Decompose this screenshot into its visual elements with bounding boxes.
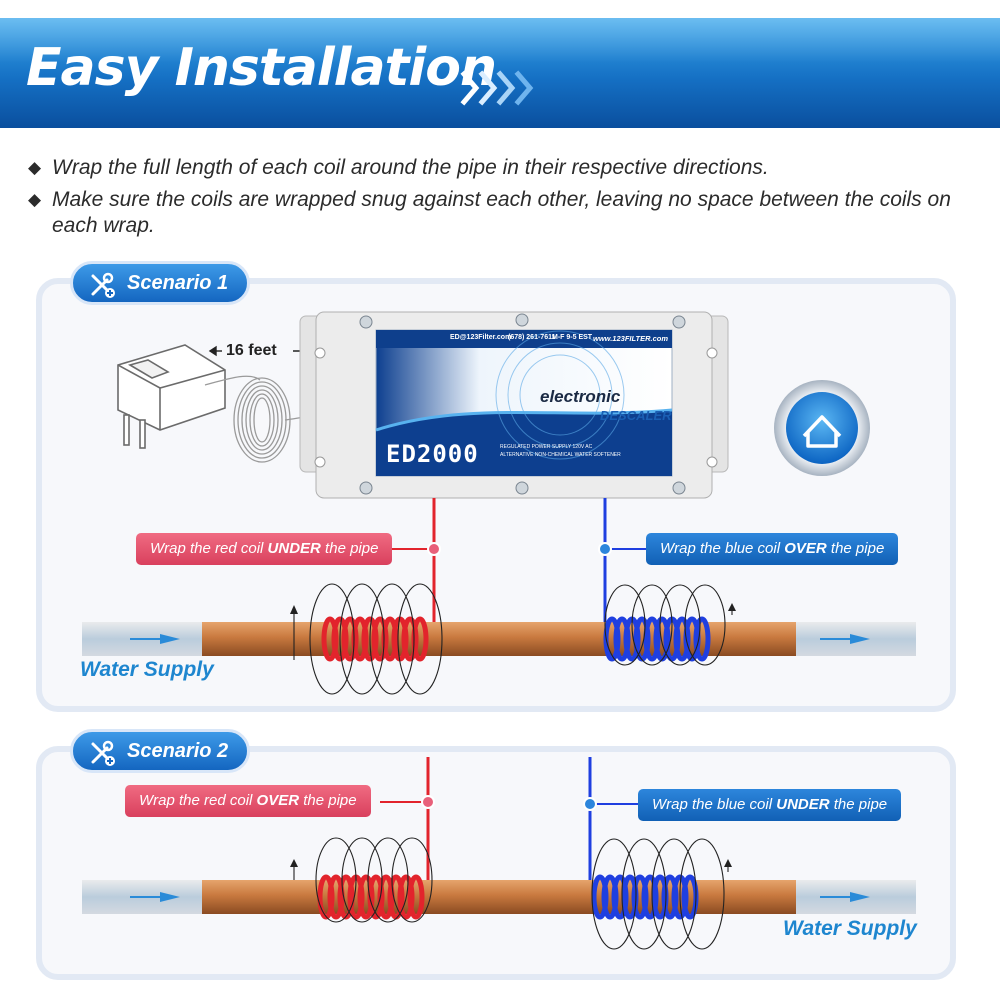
tools-icon <box>91 740 115 766</box>
diamond-icon: ◆ <box>28 158 42 177</box>
device-model: ED2000 <box>386 440 479 468</box>
descaler-device <box>299 311 729 499</box>
instruction-item: ◆ Wrap the full length of each coil arou… <box>28 155 978 181</box>
red-coil-label: Wrap the red coil OVER the pipe <box>125 785 371 817</box>
water-supply-label: Water Supply <box>783 917 917 940</box>
red-coil <box>321 616 429 662</box>
device-brand-line2: DESCALER <box>600 408 672 423</box>
copper-pipe <box>82 880 916 914</box>
blue-coil-label: Wrap the blue coil OVER the pipe <box>646 533 899 565</box>
tools-icon <box>91 272 115 298</box>
instruction-list: ◆ Wrap the full length of each coil arou… <box>28 155 978 245</box>
chevrons-right-icon <box>460 70 534 106</box>
scenario-2-badge: Scenario 2 <box>70 729 250 773</box>
scenario-2-panel <box>36 746 956 980</box>
red-coil-label: Wrap the red coil UNDER the pipe <box>136 533 393 565</box>
device-phone: (678) 261-7611 <box>508 334 556 341</box>
device-email: ED@123Filter.com <box>450 334 512 341</box>
scenario-1-title: Scenario 1 <box>127 272 229 294</box>
power-adapter <box>117 344 226 449</box>
home-icon <box>774 380 870 476</box>
device-hours: M-F 9-5 EST <box>552 334 593 341</box>
instruction-text: Make sure the coils are wrapped snug aga… <box>52 188 951 237</box>
device-website: www.123FILTER.com <box>593 334 669 343</box>
water-supply-label: Water Supply <box>80 658 214 681</box>
cable-length-label: 16 feet <box>226 342 277 359</box>
scenario-1-badge: Scenario 1 <box>70 261 250 305</box>
scenario-2-title: Scenario 2 <box>127 740 229 762</box>
blue-coil-label: Wrap the blue coil UNDER the pipe <box>638 789 902 821</box>
coiled-cable <box>204 375 346 463</box>
device-spec-2: ALTERNATIVE NON-CHEMICAL WATER SOFTENER <box>500 452 621 458</box>
diamond-icon: ◆ <box>28 190 42 209</box>
header-banner: Easy Installation <box>0 18 1000 128</box>
copper-pipe <box>82 622 916 656</box>
device-spec-1: REGULATED POWER SUPPLY 120V AC <box>500 444 593 450</box>
device-brand-line1: electronic <box>540 387 621 406</box>
instruction-item: ◆ Make sure the coils are wrapped snug a… <box>28 187 978 239</box>
instruction-text: Wrap the full length of each coil around… <box>52 156 769 179</box>
